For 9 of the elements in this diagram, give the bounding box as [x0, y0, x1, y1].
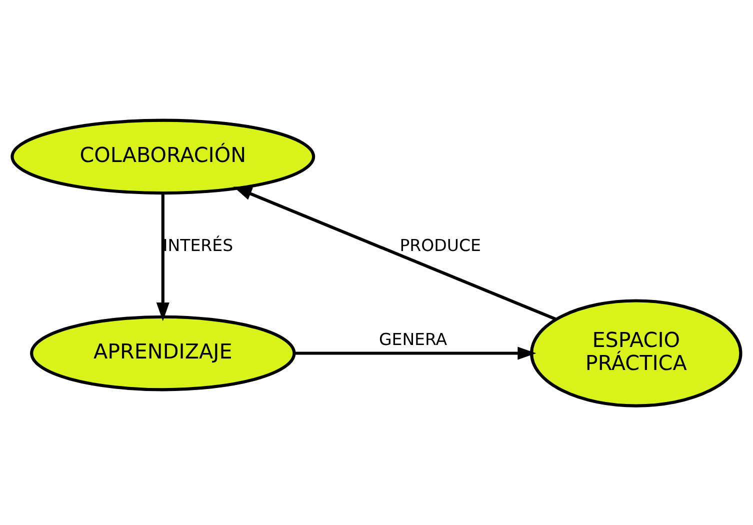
- edge-label: PRODUCE: [400, 235, 481, 254]
- node-ellipse: ESPACIO PRÁCTICA: [530, 298, 742, 407]
- node-ellipse: APRENDIZAJE: [30, 314, 296, 391]
- arrow: [156, 192, 170, 321]
- arrow: [233, 186, 556, 320]
- node-ellipse: COLABORACIÓN: [10, 118, 316, 194]
- edge-label: INTERÉS: [162, 235, 234, 254]
- arrow: [294, 346, 536, 360]
- edge-label: GENERA: [378, 329, 448, 348]
